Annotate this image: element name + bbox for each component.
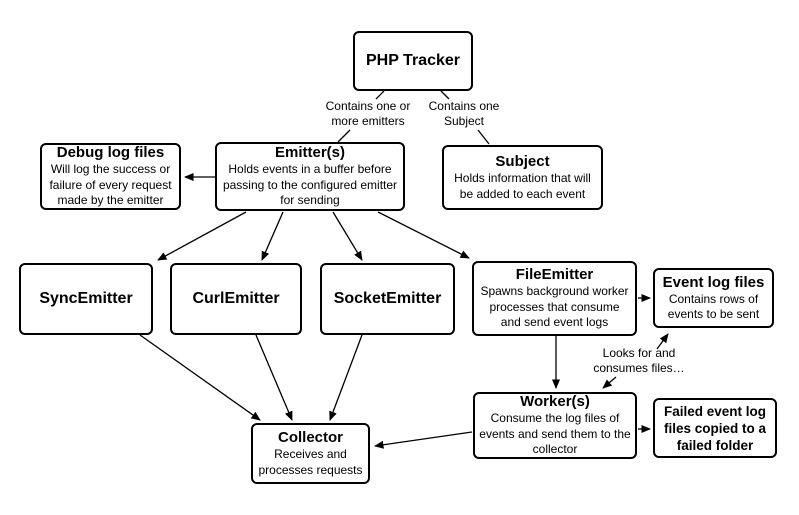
- node-subject-desc: Holds information that will be added to …: [454, 171, 591, 201]
- arrow-emitters-to-fileemitter: [377, 211, 470, 259]
- arrow-emitters-to-socketemitter: [332, 211, 363, 261]
- arrow-emitters-to-curlemitter: [261, 211, 284, 261]
- node-collector: Collector Receives and processes request…: [251, 423, 370, 484]
- node-workers-desc: Consume the log files of events and send…: [479, 411, 631, 457]
- node-file-emitter: FileEmitter Spawns background worker pro…: [472, 261, 637, 336]
- node-workers-title: Worker(s): [520, 393, 590, 411]
- node-subject: Subject Holds information that will be a…: [442, 145, 603, 210]
- line-phptracker-emitters-lower: [337, 129, 351, 143]
- node-emitters: Emitter(s) Holds events in a buffer befo…: [215, 142, 405, 211]
- node-socket-emitter: SocketEmitter: [320, 263, 455, 335]
- node-file-emitter-title: FileEmitter: [515, 266, 594, 284]
- node-failed-event-log-files: Failed event log files copied to a faile…: [653, 398, 777, 458]
- node-collector-title: Collector: [277, 429, 343, 446]
- node-workers: Worker(s) Consume the log files of event…: [473, 392, 637, 459]
- arrow-syncemitter-to-collector: [139, 334, 261, 421]
- edge-label-looks-for-consumes: Looks for and consumes files…: [593, 346, 685, 375]
- edge-label-contains-emitters: Contains one or more emitters: [325, 99, 411, 128]
- node-emitters-title: Emitter(s): [274, 144, 345, 162]
- node-curl-emitter: CurlEmitter: [170, 263, 302, 335]
- line-phptracker-emitters-upper: [375, 90, 385, 100]
- arrow-workers-to-collector: [374, 431, 473, 449]
- node-event-log-files: Event log files Contains rows of events …: [653, 268, 774, 328]
- node-php-tracker-title: PHP Tracker: [366, 52, 460, 69]
- edge-label-contains-subject: Contains one Subject: [428, 99, 500, 128]
- node-collector-desc: Receives and processes requests: [258, 447, 363, 477]
- node-failed-event-log-files-title: Failed event log files copied to a faile…: [663, 403, 767, 453]
- node-debug-log-files-desc: Will log the success or failure of every…: [49, 162, 172, 208]
- node-event-log-files-desc: Contains rows of events to be sent: [667, 291, 760, 322]
- node-subject-title: Subject: [495, 153, 550, 170]
- node-php-tracker: PHP Tracker: [353, 31, 473, 91]
- node-emitters-desc: Holds events in a buffer before passing …: [222, 162, 398, 208]
- line-phptracker-subject-lower: [477, 129, 490, 145]
- node-sync-emitter-title: SyncEmitter: [39, 290, 133, 307]
- arrow-socketemitter-to-collector: [329, 334, 363, 421]
- arrow-lookslabel-to-workers: [602, 376, 617, 389]
- line-phptracker-subject-upper: [440, 90, 450, 100]
- arrow-curlemitter-to-collector: [255, 334, 293, 421]
- node-event-log-files-title: Event log files: [662, 273, 765, 291]
- node-debug-log-files: Debug log files Will log the success or …: [40, 143, 181, 210]
- arrow-lookslabel-to-eventlogfiles: [656, 333, 669, 350]
- node-debug-log-files-title: Debug log files: [56, 144, 165, 162]
- node-curl-emitter-title: CurlEmitter: [192, 290, 280, 307]
- arrow-emitters-to-syncemitter: [157, 211, 247, 261]
- node-sync-emitter: SyncEmitter: [19, 263, 153, 335]
- node-file-emitter-desc: Spawns background worker processes that …: [480, 284, 629, 330]
- node-socket-emitter-title: SocketEmitter: [333, 290, 442, 307]
